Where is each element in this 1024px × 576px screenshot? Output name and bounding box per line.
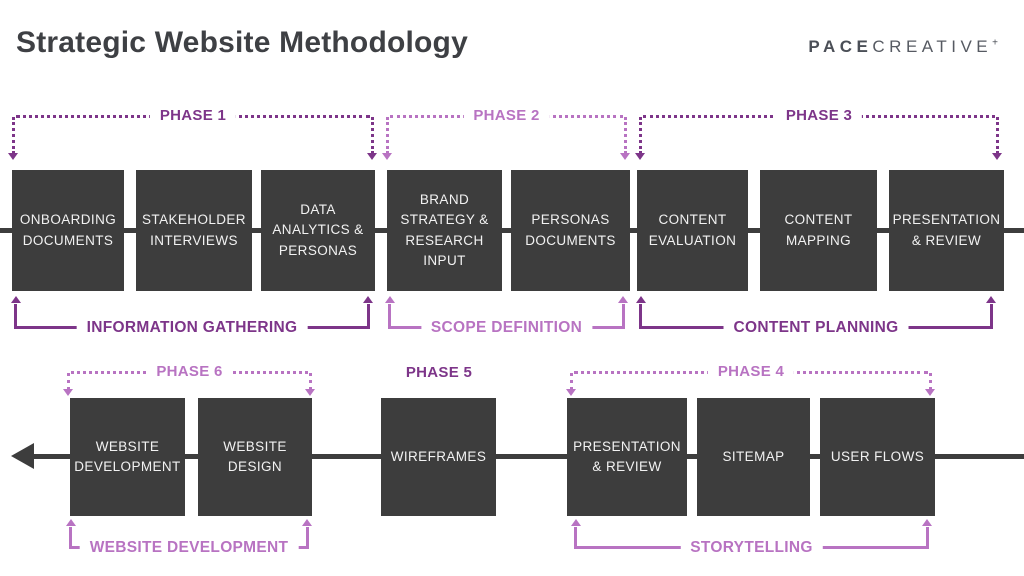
logo-light-text: CREATIVE [872, 37, 993, 56]
up-arrow-icon [66, 519, 76, 526]
box-stakeholder-interviews: STAKEHOLDER INTERVIEWS [136, 170, 252, 291]
step-label: PERSONAS DOCUMENTS [525, 212, 616, 248]
up-arrow-icon [11, 296, 21, 303]
box-presentation-review: PRESENTATION & REVIEW [889, 170, 1004, 291]
down-arrow-icon [8, 117, 19, 160]
box-content-evaluation: CONTENT EVALUATION [637, 170, 748, 291]
box-onboarding-documents: ONBOARDING DOCUMENTS [12, 170, 124, 291]
phase-1-label: PHASE 1 [149, 107, 237, 124]
down-arrow-icon [382, 117, 393, 160]
phase-6-bracket: PHASE 6 [63, 363, 315, 396]
information-gathering-label: INFORMATION GATHERING [76, 319, 308, 337]
up-arrow-icon [986, 296, 996, 303]
up-arrow-icon [363, 296, 373, 303]
phase-2-bracket: PHASE 2 [382, 107, 630, 160]
box-data-analytics-personas: DATA ANALYTICS & PERSONAS [261, 170, 375, 291]
step-label: DATA ANALYTICS & PERSONAS [272, 202, 364, 258]
storytelling-label: STORYTELLING [680, 539, 823, 557]
step-label: WEBSITE DESIGN [223, 438, 287, 474]
up-arrow-icon [636, 296, 646, 303]
box-personas-documents: PERSONAS DOCUMENTS [511, 170, 630, 291]
step-label: PRESENTATION & REVIEW [573, 438, 681, 474]
phase-3-label: PHASE 3 [775, 107, 863, 124]
scope-definition-bracket: SCOPE DEFINITION [385, 296, 628, 337]
box-brand-strategy-research-input: BRAND STRATEGY & RESEARCH INPUT [387, 170, 502, 291]
phase-3-bracket: PHASE 3 [635, 107, 1002, 160]
phase-2-label: PHASE 2 [463, 107, 550, 124]
phase-1-bracket: PHASE 1 [8, 107, 377, 160]
box-wireframes: WIREFRAMES [381, 398, 496, 516]
timeline-row2 [28, 454, 1024, 459]
up-arrow-icon [571, 519, 581, 526]
step-label: BRAND STRATEGY & RESEARCH INPUT [400, 192, 489, 268]
step-label: USER FLOWS [830, 448, 925, 464]
scope-definition-label: SCOPE DEFINITION [420, 319, 593, 337]
box-website-design: WEBSITE DESIGN [198, 398, 312, 516]
brand-logo: PACECREATIVE+ [808, 37, 998, 57]
box-user-flows: USER FLOWS [820, 398, 935, 516]
up-arrow-icon [385, 296, 395, 303]
step-label: STAKEHOLDER INTERVIEWS [142, 212, 246, 248]
content-planning-bracket: CONTENT PLANNING [636, 296, 996, 337]
content-planning-label: CONTENT PLANNING [723, 319, 909, 337]
step-label: WEBSITE DEVELOPMENT [74, 438, 181, 474]
down-arrow-icon [305, 373, 316, 396]
down-arrow-icon [620, 117, 631, 160]
step-label: CONTENT EVALUATION [648, 212, 737, 248]
website-development-bracket: WEBSITE DEVELOPMENT [66, 519, 312, 557]
down-arrow-icon [925, 373, 936, 396]
box-content-mapping: CONTENT MAPPING [760, 170, 877, 291]
up-arrow-icon [922, 519, 932, 526]
storytelling-bracket: STORYTELLING [571, 519, 932, 557]
phase-6-label: PHASE 6 [146, 363, 233, 380]
page-title: Strategic Website Methodology [16, 26, 468, 59]
up-arrow-icon [302, 519, 312, 526]
box-presentation-review-2: PRESENTATION & REVIEW [567, 398, 687, 516]
phase-4-bracket: PHASE 4 [566, 363, 935, 396]
timeline-left-arrowhead-icon [11, 443, 34, 469]
logo-plus-icon: + [992, 37, 998, 49]
down-arrow-icon [566, 373, 577, 396]
step-label: PRESENTATION & REVIEW [892, 212, 1001, 248]
down-arrow-icon [992, 117, 1003, 160]
information-gathering-bracket: INFORMATION GATHERING [11, 296, 373, 337]
phase-4-label: PHASE 4 [707, 363, 795, 380]
step-label: SITEMAP [722, 448, 785, 464]
down-arrow-icon [367, 117, 378, 160]
down-arrow-icon [635, 117, 646, 160]
logo-bold-text: PACE [808, 37, 873, 56]
box-sitemap: SITEMAP [697, 398, 810, 516]
down-arrow-icon [63, 373, 74, 396]
step-label: ONBOARDING DOCUMENTS [19, 212, 117, 248]
step-label: WIREFRAMES [390, 448, 487, 464]
box-website-development: WEBSITE DEVELOPMENT [70, 398, 185, 516]
up-arrow-icon [618, 296, 628, 303]
website-development-label: WEBSITE DEVELOPMENT [79, 539, 299, 557]
step-label: CONTENT MAPPING [784, 212, 853, 248]
phase-5-label: PHASE 5 [405, 364, 473, 381]
